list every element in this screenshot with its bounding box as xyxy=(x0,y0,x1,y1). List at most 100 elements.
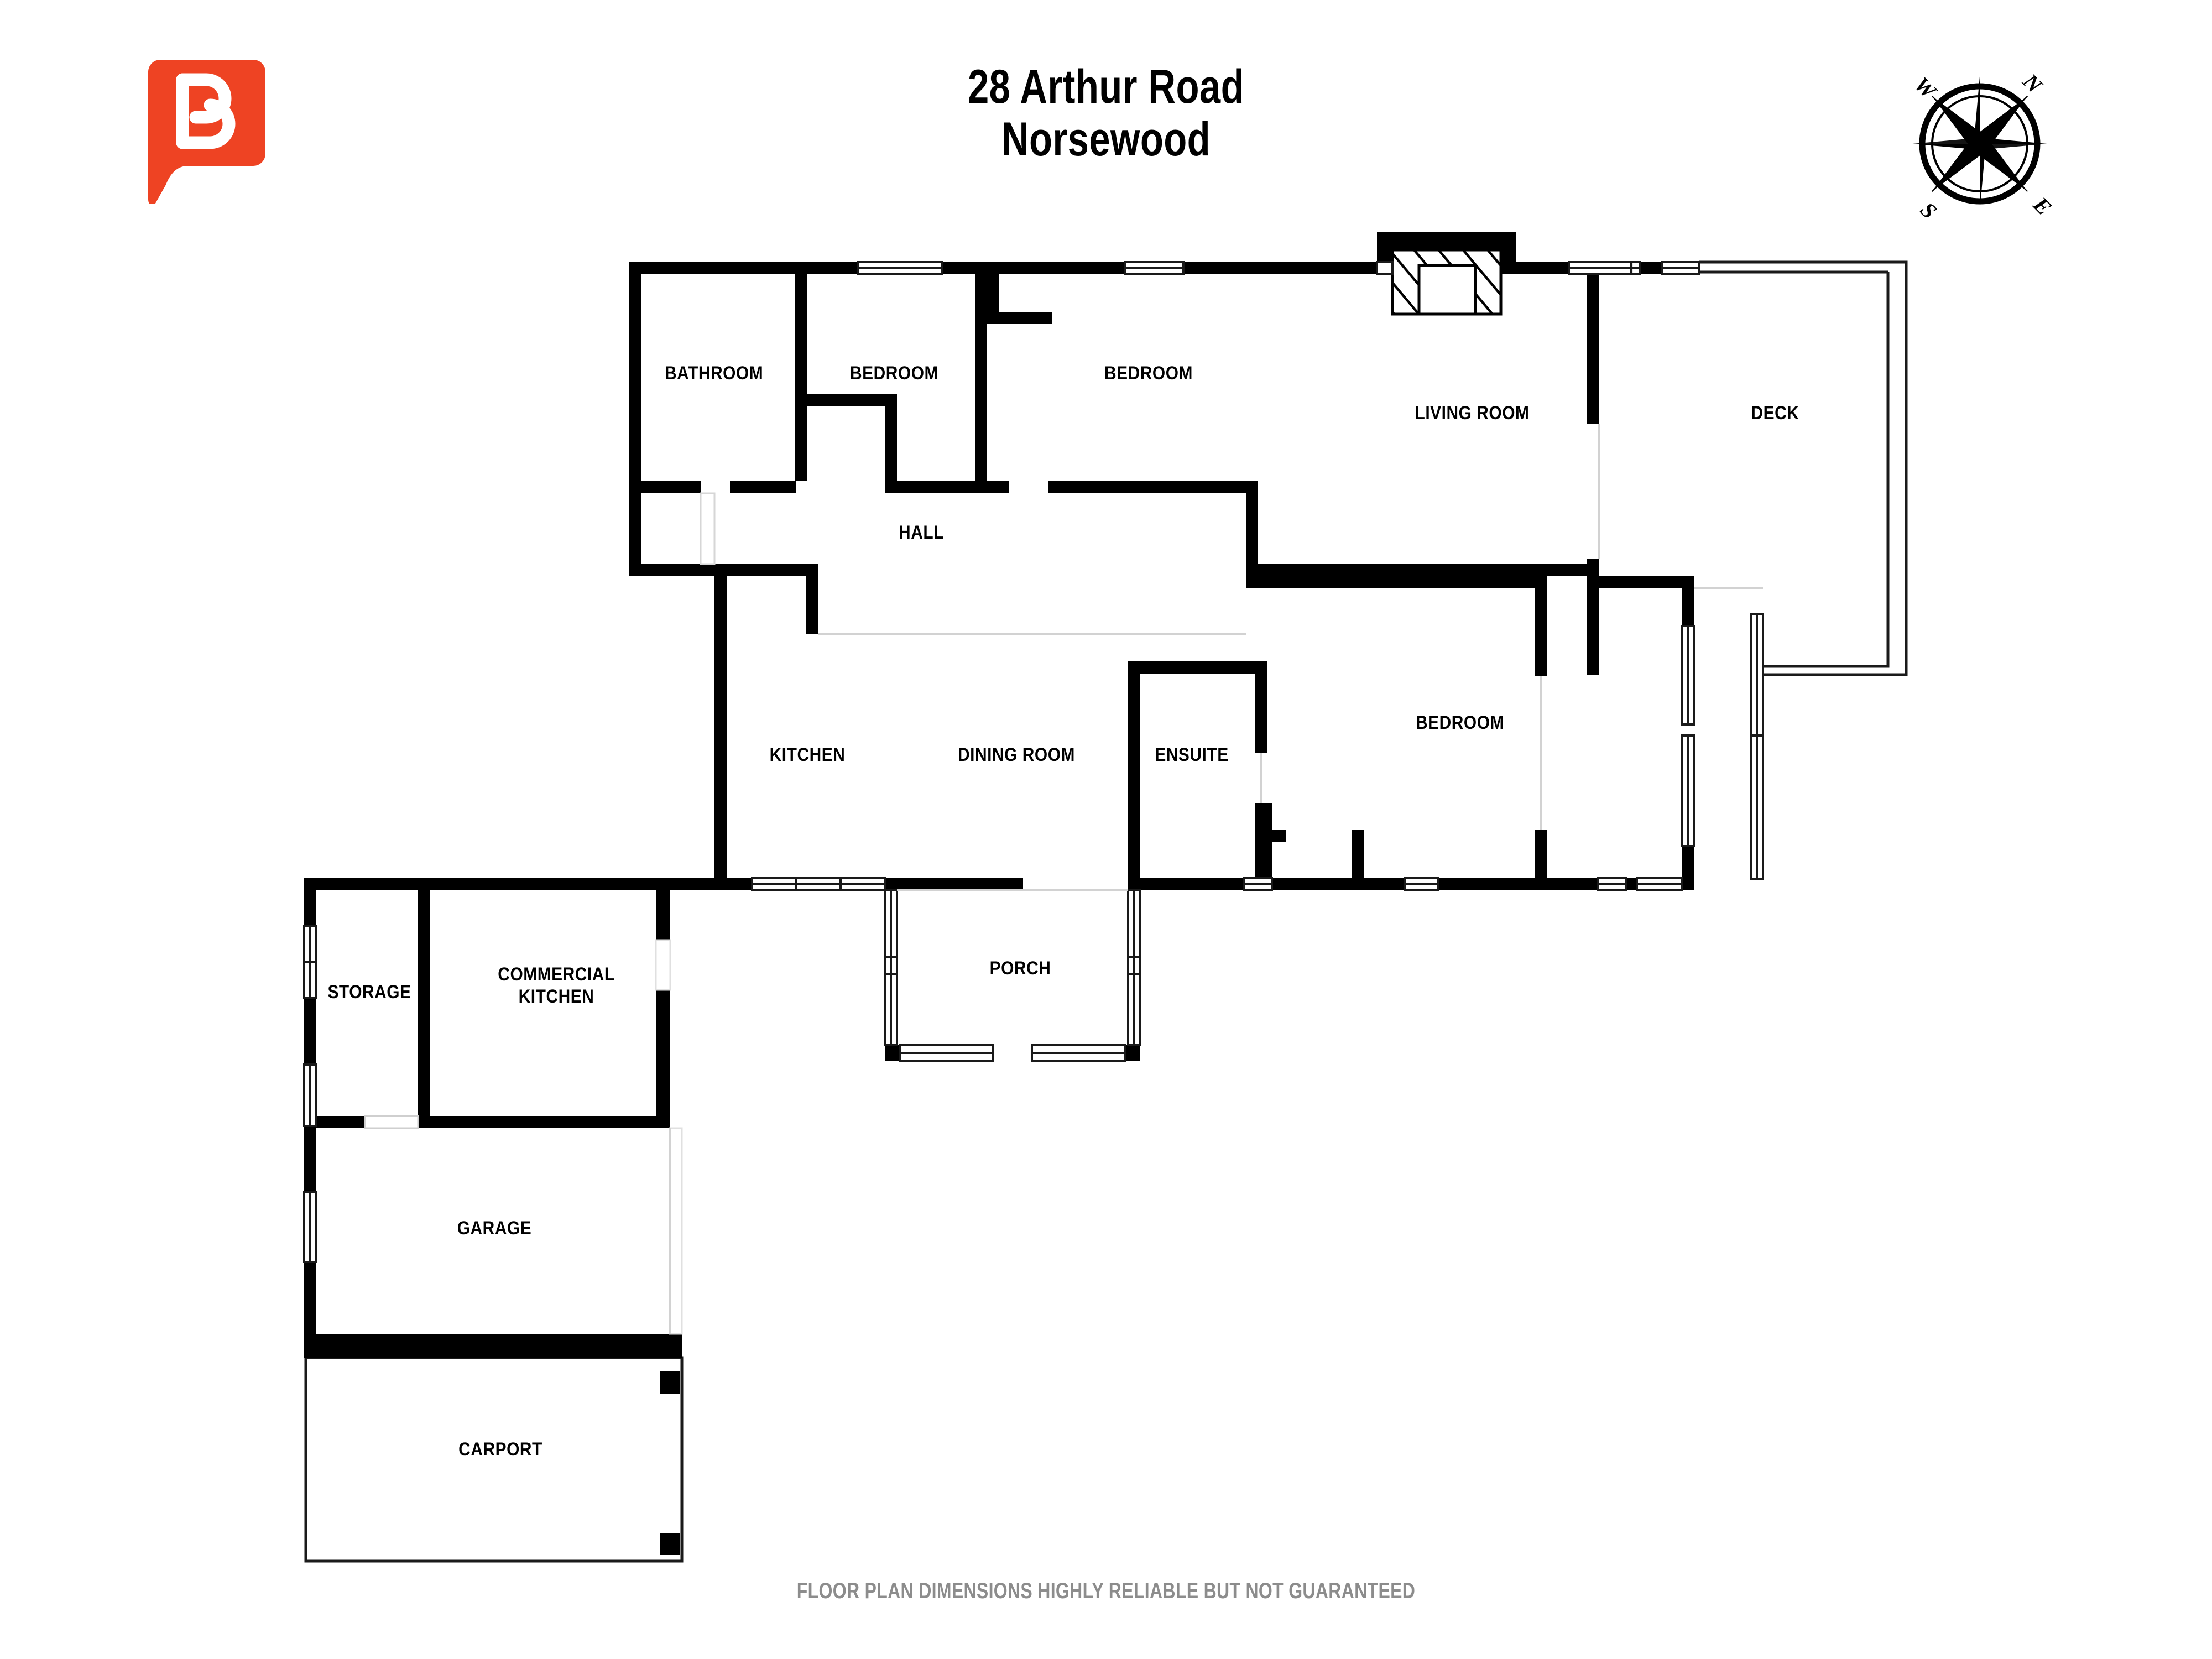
wall-ck-south xyxy=(418,1116,670,1128)
wall-porch-post-nw xyxy=(885,878,897,890)
railing-porch-west xyxy=(884,889,898,1046)
wall-ensuite-east-upper xyxy=(1255,661,1267,753)
railing-porch-south-b xyxy=(1031,1044,1126,1062)
wall-hall-north-d xyxy=(987,481,1009,493)
fireplace xyxy=(1391,248,1503,316)
wall-hall-north-e xyxy=(1048,481,1258,493)
wall-living-south xyxy=(1258,564,1599,576)
wall-bedroom1-bedroom2 xyxy=(975,262,987,493)
window-living-n-a xyxy=(1568,261,1641,275)
title-line-suburb: Norsewood xyxy=(1001,112,1211,166)
opening-garage-east xyxy=(669,1127,683,1335)
wall-south-a xyxy=(714,878,752,890)
wall-closet-v xyxy=(1260,803,1272,890)
brand-logo[interactable] xyxy=(148,60,265,204)
deck-rail-inner xyxy=(1763,272,1890,668)
wall-west-lower xyxy=(629,493,641,576)
wall-south-f xyxy=(1438,878,1598,890)
window-garage-w2 xyxy=(303,1191,317,1263)
door-alcove xyxy=(700,492,716,565)
window-bed3-s-b xyxy=(1597,877,1627,891)
wall-north-d xyxy=(1516,262,1569,274)
wall-bathroom-bedroom xyxy=(795,262,807,493)
wall-wardrobe-stub-h xyxy=(987,312,1052,324)
wall-storage-divider xyxy=(418,878,430,1116)
windows xyxy=(303,261,1764,1335)
window-bed3-e-b xyxy=(1681,734,1695,847)
wall-porch-post-sw xyxy=(885,1045,900,1061)
wall-porch-post-se xyxy=(1125,1045,1140,1061)
window-storage-w xyxy=(303,925,317,999)
wall-ensuite-north xyxy=(1128,661,1267,674)
door-bedroom2-hall xyxy=(1009,481,1048,493)
railing-porch-south-a xyxy=(899,1044,994,1062)
wall-porch-post-ne xyxy=(1128,878,1140,890)
deck-outline xyxy=(1699,260,1908,676)
thin-outlines xyxy=(304,260,1908,1563)
wall-south-e xyxy=(1272,878,1405,890)
wall-bed3-mid-v xyxy=(1535,576,1547,676)
wall-hall-north-c xyxy=(885,481,975,493)
door-storage-garage xyxy=(364,1115,419,1129)
wall-ensuite-west xyxy=(1128,661,1140,890)
compass-rose-icon: N E S W xyxy=(1897,61,2063,227)
wall-living-corner xyxy=(1246,493,1258,576)
wall-robe-v xyxy=(885,394,897,493)
opening-ck-east xyxy=(655,939,671,991)
window-living-n-b xyxy=(1376,261,1394,275)
fireplace-surround xyxy=(1377,232,1516,274)
wall-bed3-north-b xyxy=(1587,576,1694,588)
carport-outline xyxy=(304,1356,684,1563)
disclaimer-note: FLOOR PLAN DIMENSIONS HIGHLY RELIABLE BU… xyxy=(0,1579,2212,1604)
wall-bed3-north-a xyxy=(1246,576,1547,588)
window-bedroom1-n xyxy=(857,261,943,275)
wall-left-west-b xyxy=(304,998,316,1065)
wall-left-west-d xyxy=(304,1262,316,1358)
wall-left-west-a xyxy=(304,878,316,926)
walls xyxy=(304,232,1699,1555)
wall-hall-north-b xyxy=(730,481,796,493)
disclaimer-text: FLOOR PLAN DIMENSIONS HIGHLY RELIABLE BU… xyxy=(796,1579,1416,1603)
fireplace-firebox xyxy=(1417,264,1477,316)
wall-north-b xyxy=(942,262,1125,274)
door-bathroom-hall xyxy=(701,481,730,493)
wall-garage-east-top xyxy=(670,878,682,890)
window-ensuite-s xyxy=(1243,877,1273,891)
title-line-address: 28 Arthur Road xyxy=(968,60,1244,113)
wall-hall-south-c xyxy=(806,564,818,634)
window-north-f xyxy=(1661,261,1700,275)
wall-wardrobe-stub-v xyxy=(987,274,999,324)
wall-garage-south xyxy=(304,1334,682,1358)
carport-post-ne xyxy=(660,1371,680,1394)
window-bed3-e-a xyxy=(1681,625,1695,726)
carport-post-se xyxy=(660,1533,680,1555)
wall-ck-east-lower xyxy=(656,990,670,1116)
thin-dividers xyxy=(669,424,1763,1334)
wall-closet-h xyxy=(1260,830,1286,842)
wall-bed3-east-top xyxy=(1682,576,1694,626)
window-kitchen-s xyxy=(751,877,886,891)
window-bed3-s-c xyxy=(1636,877,1683,891)
window-garage-w xyxy=(303,1063,317,1127)
wall-bed3-mid-v2 xyxy=(1535,830,1547,890)
wall-hall-south-b xyxy=(714,564,818,576)
wall-left-north xyxy=(304,878,714,890)
wall-west-upper xyxy=(629,262,641,493)
wall-hall-north-a xyxy=(641,481,701,493)
railing-deck-s xyxy=(1750,613,1764,880)
wall-storage-south xyxy=(304,1116,365,1128)
wall-living-west-upper xyxy=(1587,274,1599,424)
wall-left-west-c xyxy=(304,1126,316,1192)
window-bedroom2-north xyxy=(1124,261,1185,275)
door-bedroom1-hall xyxy=(796,481,885,493)
wall-kitchen-west xyxy=(714,564,727,890)
logo-letter-b xyxy=(176,73,236,149)
wall-kitchen-north xyxy=(806,622,818,634)
wall-north-a xyxy=(629,262,858,274)
wall-ck-east-upper xyxy=(656,890,670,940)
wall-closet-right xyxy=(1352,830,1364,890)
wall-robe-h xyxy=(795,394,897,406)
wall-west-alcove-bot xyxy=(629,564,714,576)
